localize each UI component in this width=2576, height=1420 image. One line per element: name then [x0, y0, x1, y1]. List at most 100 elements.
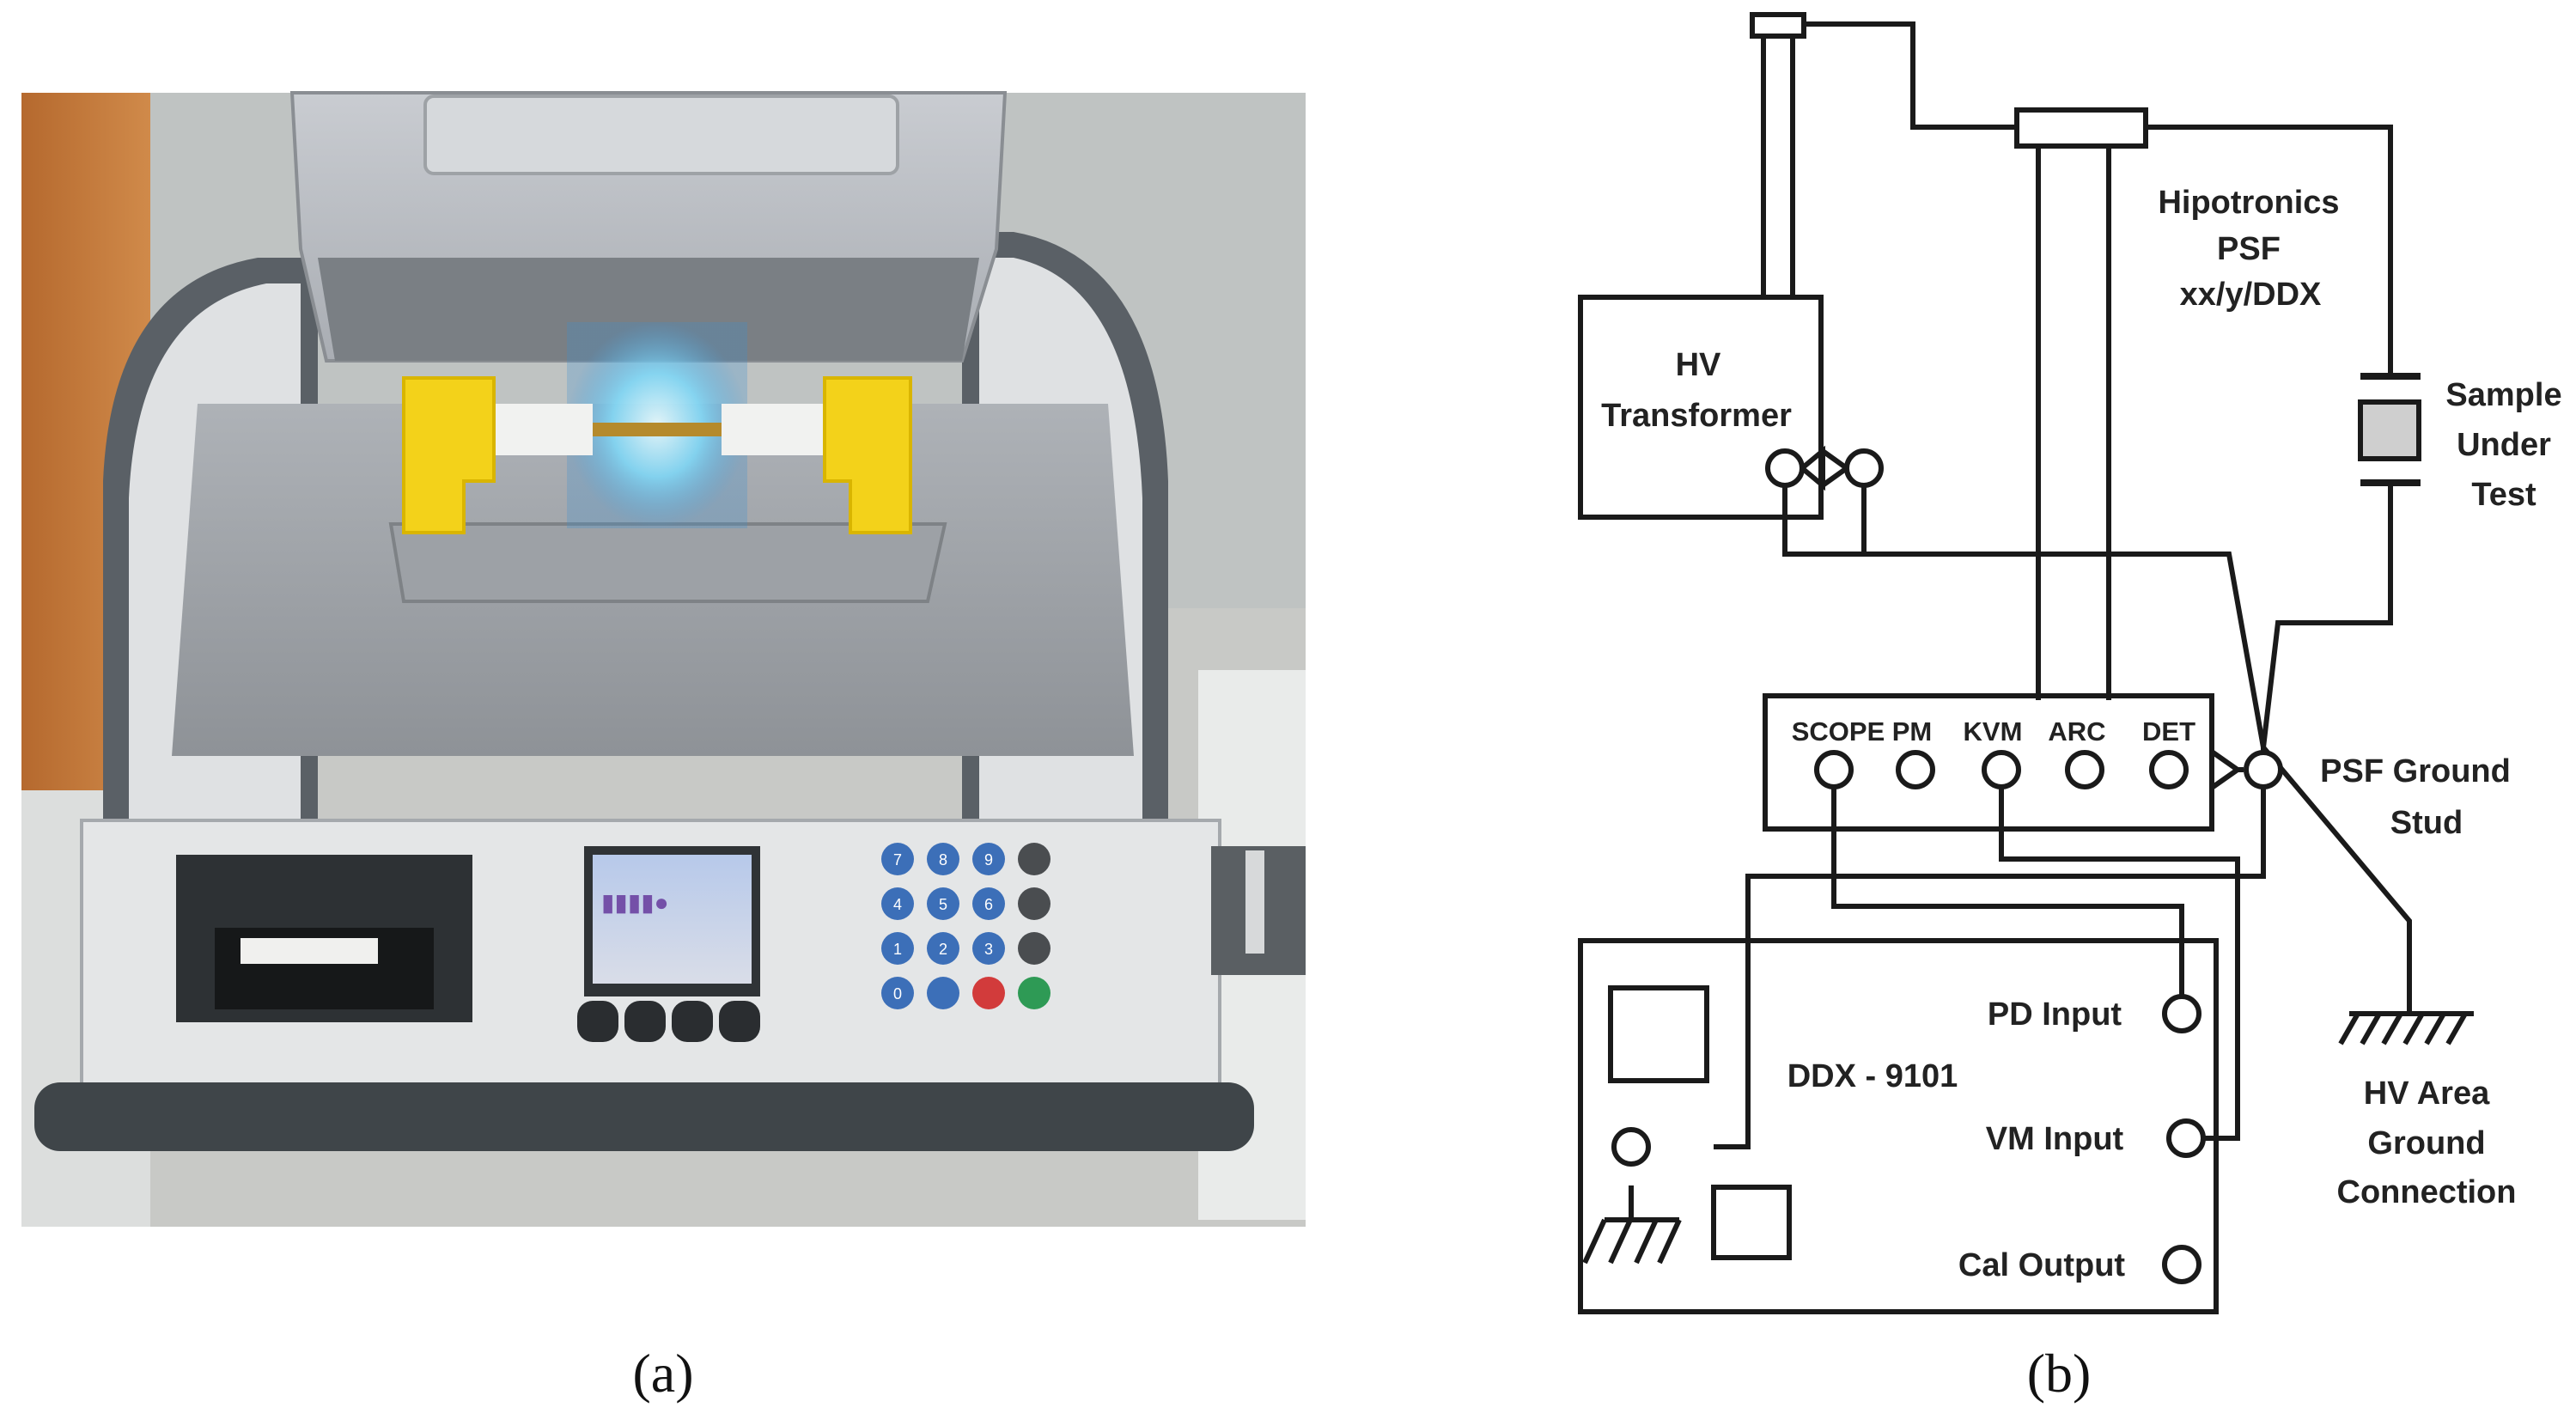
display-softkeys — [577, 1001, 760, 1042]
keypad-button[interactable] — [1018, 887, 1050, 920]
keypad-button-label: 8 — [939, 851, 947, 868]
keypad-button-label: 9 — [984, 851, 993, 868]
keypad: 7 8 9 4 5 6 1 2 3 0 — [881, 843, 1050, 1009]
psf-port-panel — [1763, 693, 2214, 832]
keypad-button[interactable] — [881, 887, 914, 920]
area-ground-label-3: Connection — [2337, 1174, 2517, 1210]
lid-rim — [318, 258, 979, 361]
wire-hv-connector-to-psf — [1804, 21, 2017, 130]
keypad-button[interactable] — [1018, 843, 1050, 875]
hv-transformer-bridge — [1800, 445, 1852, 491]
psf-label-2: PSF — [2217, 231, 2281, 267]
keypad-button[interactable] — [927, 887, 959, 920]
keypad-button-label: 5 — [939, 896, 947, 913]
ddx-small-square — [1711, 1185, 1792, 1260]
ddx-chassis-ground-symbol — [1582, 1185, 1682, 1265]
keypad-button[interactable] — [927, 977, 959, 1009]
softkey[interactable] — [577, 1001, 618, 1042]
psf-label-1: Hipotronics — [2158, 185, 2339, 221]
cal-output-label: Cal Output — [1958, 1247, 2126, 1283]
psf-top-connector — [2014, 107, 2148, 149]
keypad-button[interactable] — [1018, 977, 1050, 1009]
ddx-label: DDX - 9101 — [1787, 1058, 1958, 1094]
port-kvm — [1982, 750, 2021, 789]
ddx-display-square — [1608, 985, 1709, 1083]
port-label-scope: SCOPE — [1792, 716, 1885, 747]
keypad-button[interactable] — [927, 932, 959, 965]
keypad-button-label: 2 — [939, 941, 947, 958]
chamber-well — [388, 522, 947, 603]
cal-output-terminal — [2162, 1245, 2201, 1284]
display-screen — [593, 855, 752, 984]
wire-hv-terminal-1 — [1782, 485, 2266, 748]
keypad-button-label: 0 — [893, 985, 902, 1003]
wire-ground-stud-to-ddx-ground — [1714, 747, 2266, 1149]
electrode-assembly — [402, 322, 912, 534]
softkey[interactable] — [624, 1001, 666, 1042]
hv-top-connector — [1750, 12, 1806, 39]
keypad-button-label: 4 — [893, 896, 902, 913]
ground-stud-bridge — [2210, 749, 2244, 790]
panel-b-diagram: HV Transformer Hipotronics PSF xx/y/DDX … — [1578, 12, 2562, 1314]
display-graphic: ▮▮▮▮● — [601, 889, 669, 916]
area-ground-label-2: Ground — [2367, 1125, 2485, 1161]
keypad-button-label: 6 — [984, 896, 993, 913]
right-yellow-elbow — [823, 376, 912, 534]
ddx-ground-terminal — [1611, 1127, 1651, 1167]
keypad-button[interactable] — [972, 977, 1005, 1009]
sample-label-2: Under — [2457, 427, 2551, 463]
panel-a-photo: ▮▮▮▮● 7 8 9 4 5 6 1 2 3 0 — [21, 91, 1306, 1227]
hv-transformer-label-2: Transformer — [1601, 398, 1792, 434]
front-bumper — [34, 1082, 1254, 1151]
keypad-button[interactable] — [972, 843, 1005, 875]
sample-under-test — [2358, 399, 2421, 461]
port-pm — [1896, 750, 1935, 789]
panel-a-caption: (a) — [632, 1343, 693, 1404]
ddx-9101-box — [1578, 938, 2219, 1314]
pd-input-terminal — [2162, 994, 2201, 1033]
port-label-arc: ARC — [2048, 716, 2105, 747]
ground-stud-label-2: Stud — [2390, 805, 2463, 841]
wire-psf-to-sample — [2146, 125, 2393, 376]
vm-input-terminal — [2166, 1118, 2206, 1158]
hv-area-ground-symbol — [2338, 1011, 2474, 1045]
sample-label-1: Sample — [2445, 377, 2561, 413]
ground-stud-label-1: PSF Ground — [2320, 753, 2511, 789]
keypad-button[interactable] — [972, 932, 1005, 965]
keypad-button[interactable] — [972, 887, 1005, 920]
sample-bottle — [1245, 850, 1264, 954]
port-scope — [1814, 750, 1854, 789]
vm-input-label: VM Input — [1986, 1121, 2124, 1157]
electrode-rod — [593, 423, 722, 436]
hv-transformer-box — [1578, 295, 1824, 520]
port-det — [2149, 750, 2189, 789]
left-yellow-elbow — [402, 376, 496, 534]
right-insulator — [722, 404, 825, 455]
port-label-det: DET — [2142, 716, 2195, 747]
wire-sample-to-ground-stud — [2261, 481, 2393, 748]
keypad-button[interactable] — [881, 932, 914, 965]
hv-transformer-label-1: HV — [1676, 347, 1721, 383]
psf-label-3: xx/y/DDX — [2180, 277, 2322, 313]
wire-ground-stud-to-area-ground — [2261, 746, 2412, 1014]
pd-input-label: PD Input — [1988, 996, 2122, 1033]
keypad-button[interactable] — [927, 843, 959, 875]
sample-label-3: Test — [2471, 477, 2536, 513]
keypad-button[interactable] — [1018, 932, 1050, 965]
keypad-button[interactable] — [881, 977, 914, 1009]
keypad-button-label: 7 — [893, 851, 902, 868]
area-ground-label-1: HV Area — [2364, 1076, 2490, 1112]
panel-b-caption: (b) — [2027, 1343, 2092, 1404]
keypad-button[interactable] — [881, 843, 914, 875]
wire-kvm-to-vm-input — [1999, 783, 2240, 1141]
port-arc — [2065, 750, 2104, 789]
hv-transformer-terminal-2 — [1844, 448, 1884, 488]
keypad-button-label: 3 — [984, 941, 993, 958]
port-label-kvm: KVM — [1964, 716, 2023, 747]
softkey[interactable] — [672, 1001, 713, 1042]
softkey[interactable] — [719, 1001, 760, 1042]
lid-handle — [423, 94, 899, 175]
keypad-button-label: 1 — [893, 941, 902, 958]
wire-scope-to-pd-input — [1831, 783, 2184, 996]
